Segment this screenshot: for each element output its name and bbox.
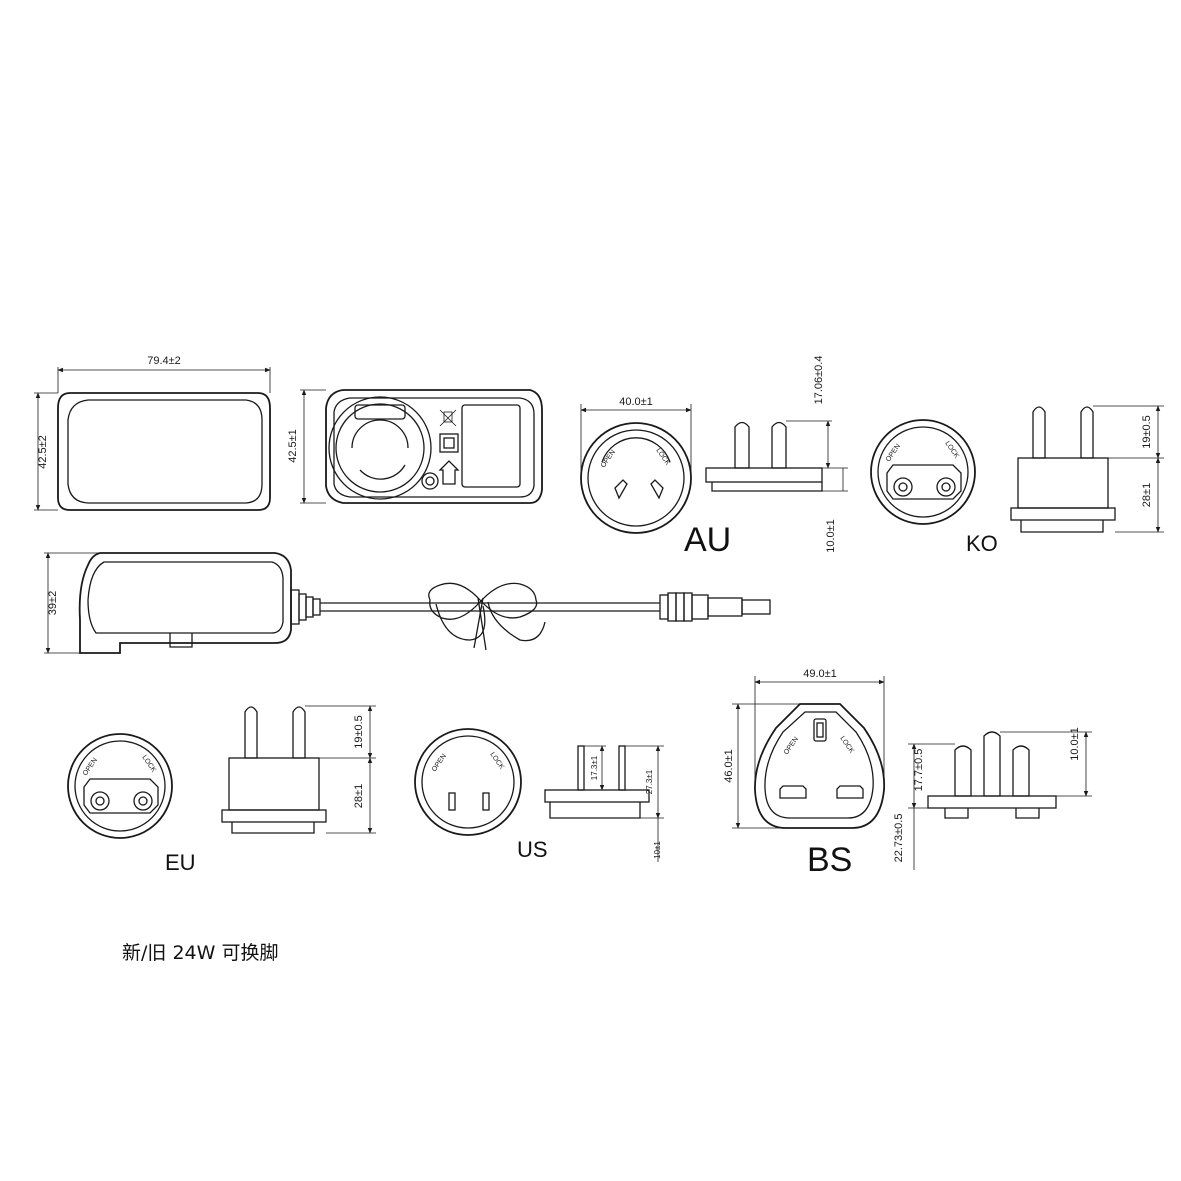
dim-back-height: 42.5±1 (287, 429, 299, 463)
bs-plug: OPEN LOCK BS 49.0±1 46.0±1 10.0±1 17.7±0… (723, 668, 1092, 879)
dim-top-width: 79.4±2 (147, 355, 181, 367)
dim-bs-pin: 17.7±0.5 (913, 749, 925, 792)
us-open-text: OPEN (431, 753, 448, 773)
ko-plug: OPEN LOCK KO 19±0.5 28±1 (870, 405, 1164, 556)
dim-us-total: 27.3±1 (645, 769, 654, 794)
dim-side-height: 39±2 (47, 591, 59, 615)
us-lock-text: LOCK (488, 751, 505, 771)
dim-ko-body: 28±1 (1141, 483, 1153, 507)
dim-bs-width: 49.0±1 (803, 668, 837, 680)
dim-us-base: 10±1 (653, 841, 662, 859)
eu-open-text: OPEN (82, 757, 99, 777)
au-label: AU (684, 521, 731, 559)
dim-bs-top: 10.0±1 (1069, 727, 1081, 761)
adapter-side-view: 39±2 (44, 552, 771, 654)
drawing-caption: 新/旧 24W 可换脚 (122, 942, 279, 964)
ko-open-text: OPEN (885, 443, 902, 463)
ko-label: KO (966, 531, 998, 556)
au-plug: OPEN LOCK 40.0±1 AU 17.06±0.4 10.0±1 (580, 356, 848, 559)
dim-au-diameter: 40.0±1 (619, 396, 653, 408)
us-plug: OPEN LOCK US 17.3±1 27.3±1 10±1 (414, 728, 664, 862)
dim-eu-body: 28±1 (353, 784, 365, 808)
adapter-back-view: 42.5±1 (287, 389, 543, 504)
bs-label: BS (807, 841, 852, 879)
dim-ko-pin: 19±0.5 (1141, 415, 1153, 449)
dim-au-base: 10.0±1 (825, 519, 837, 553)
dim-eu-pin: 19±0.5 (353, 715, 365, 749)
dim-bs-height: 46.0±1 (723, 749, 735, 783)
eu-plug: OPEN LOCK EU 19±0.5 28±1 (67, 705, 376, 875)
dim-us-pin: 17.3±1 (590, 755, 599, 780)
au-lock-text: LOCK (654, 447, 671, 467)
dim-bs-total: 22.73±0.5 (893, 814, 905, 863)
bs-open-text: OPEN (783, 736, 800, 756)
dim-top-height: 42.5±2 (37, 435, 49, 469)
adapter-top-view: 79.4±2 42.5±2 (34, 355, 271, 511)
dim-au-pin: 17.06±0.4 (813, 356, 825, 405)
eu-label: EU (165, 850, 196, 875)
us-label: US (517, 837, 548, 862)
bs-lock-text: LOCK (838, 735, 855, 755)
